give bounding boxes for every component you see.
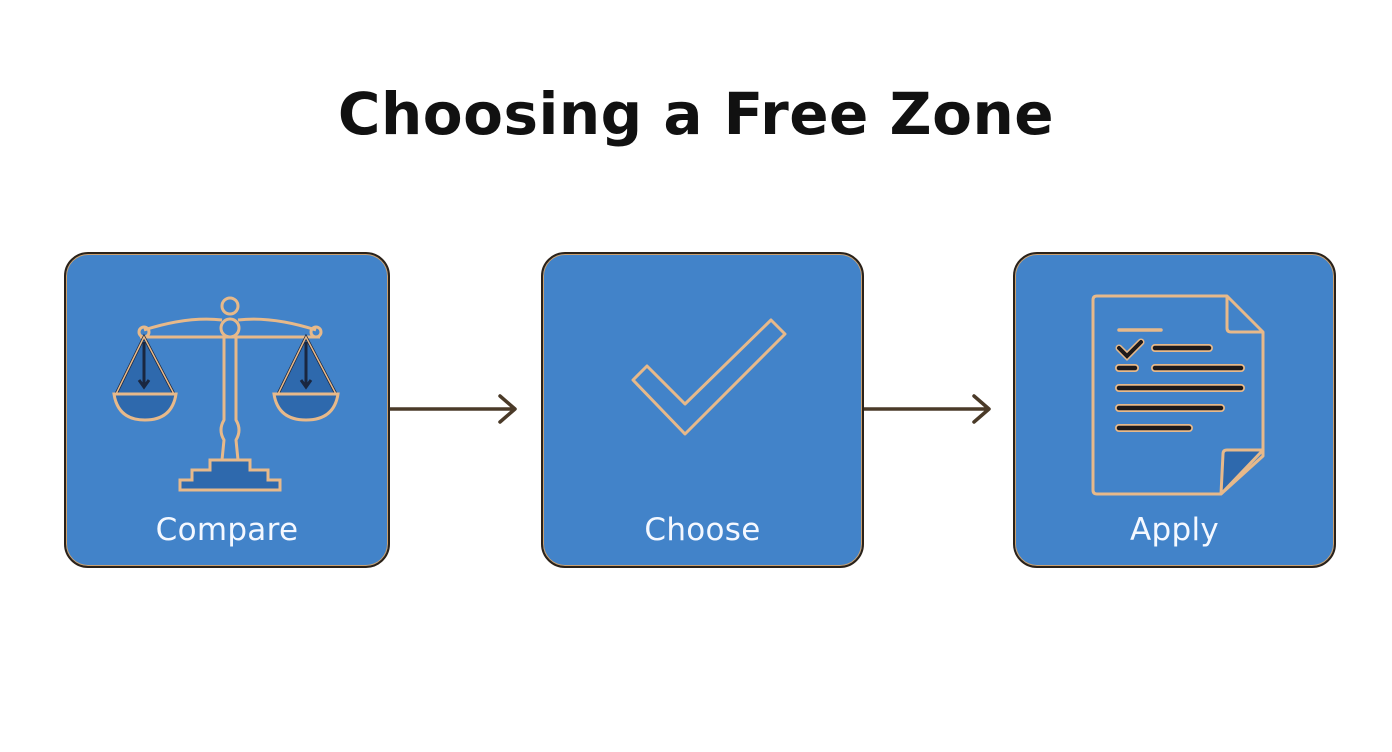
document-checklist-icon <box>1091 294 1265 496</box>
page-title: Choosing a Free Zone <box>337 80 1055 148</box>
step-apply: Apply <box>1013 252 1336 568</box>
step-label: Compare <box>155 512 299 548</box>
balance-scale-icon <box>112 296 340 492</box>
step-label: Choose <box>644 512 761 548</box>
checkmark-icon <box>631 318 787 436</box>
step-choose: Choose <box>541 252 864 568</box>
arrow-right-icon <box>864 394 991 424</box>
step-label: Apply <box>1129 512 1220 548</box>
step-compare: Compare <box>64 252 390 568</box>
arrow-right-icon <box>390 394 517 424</box>
